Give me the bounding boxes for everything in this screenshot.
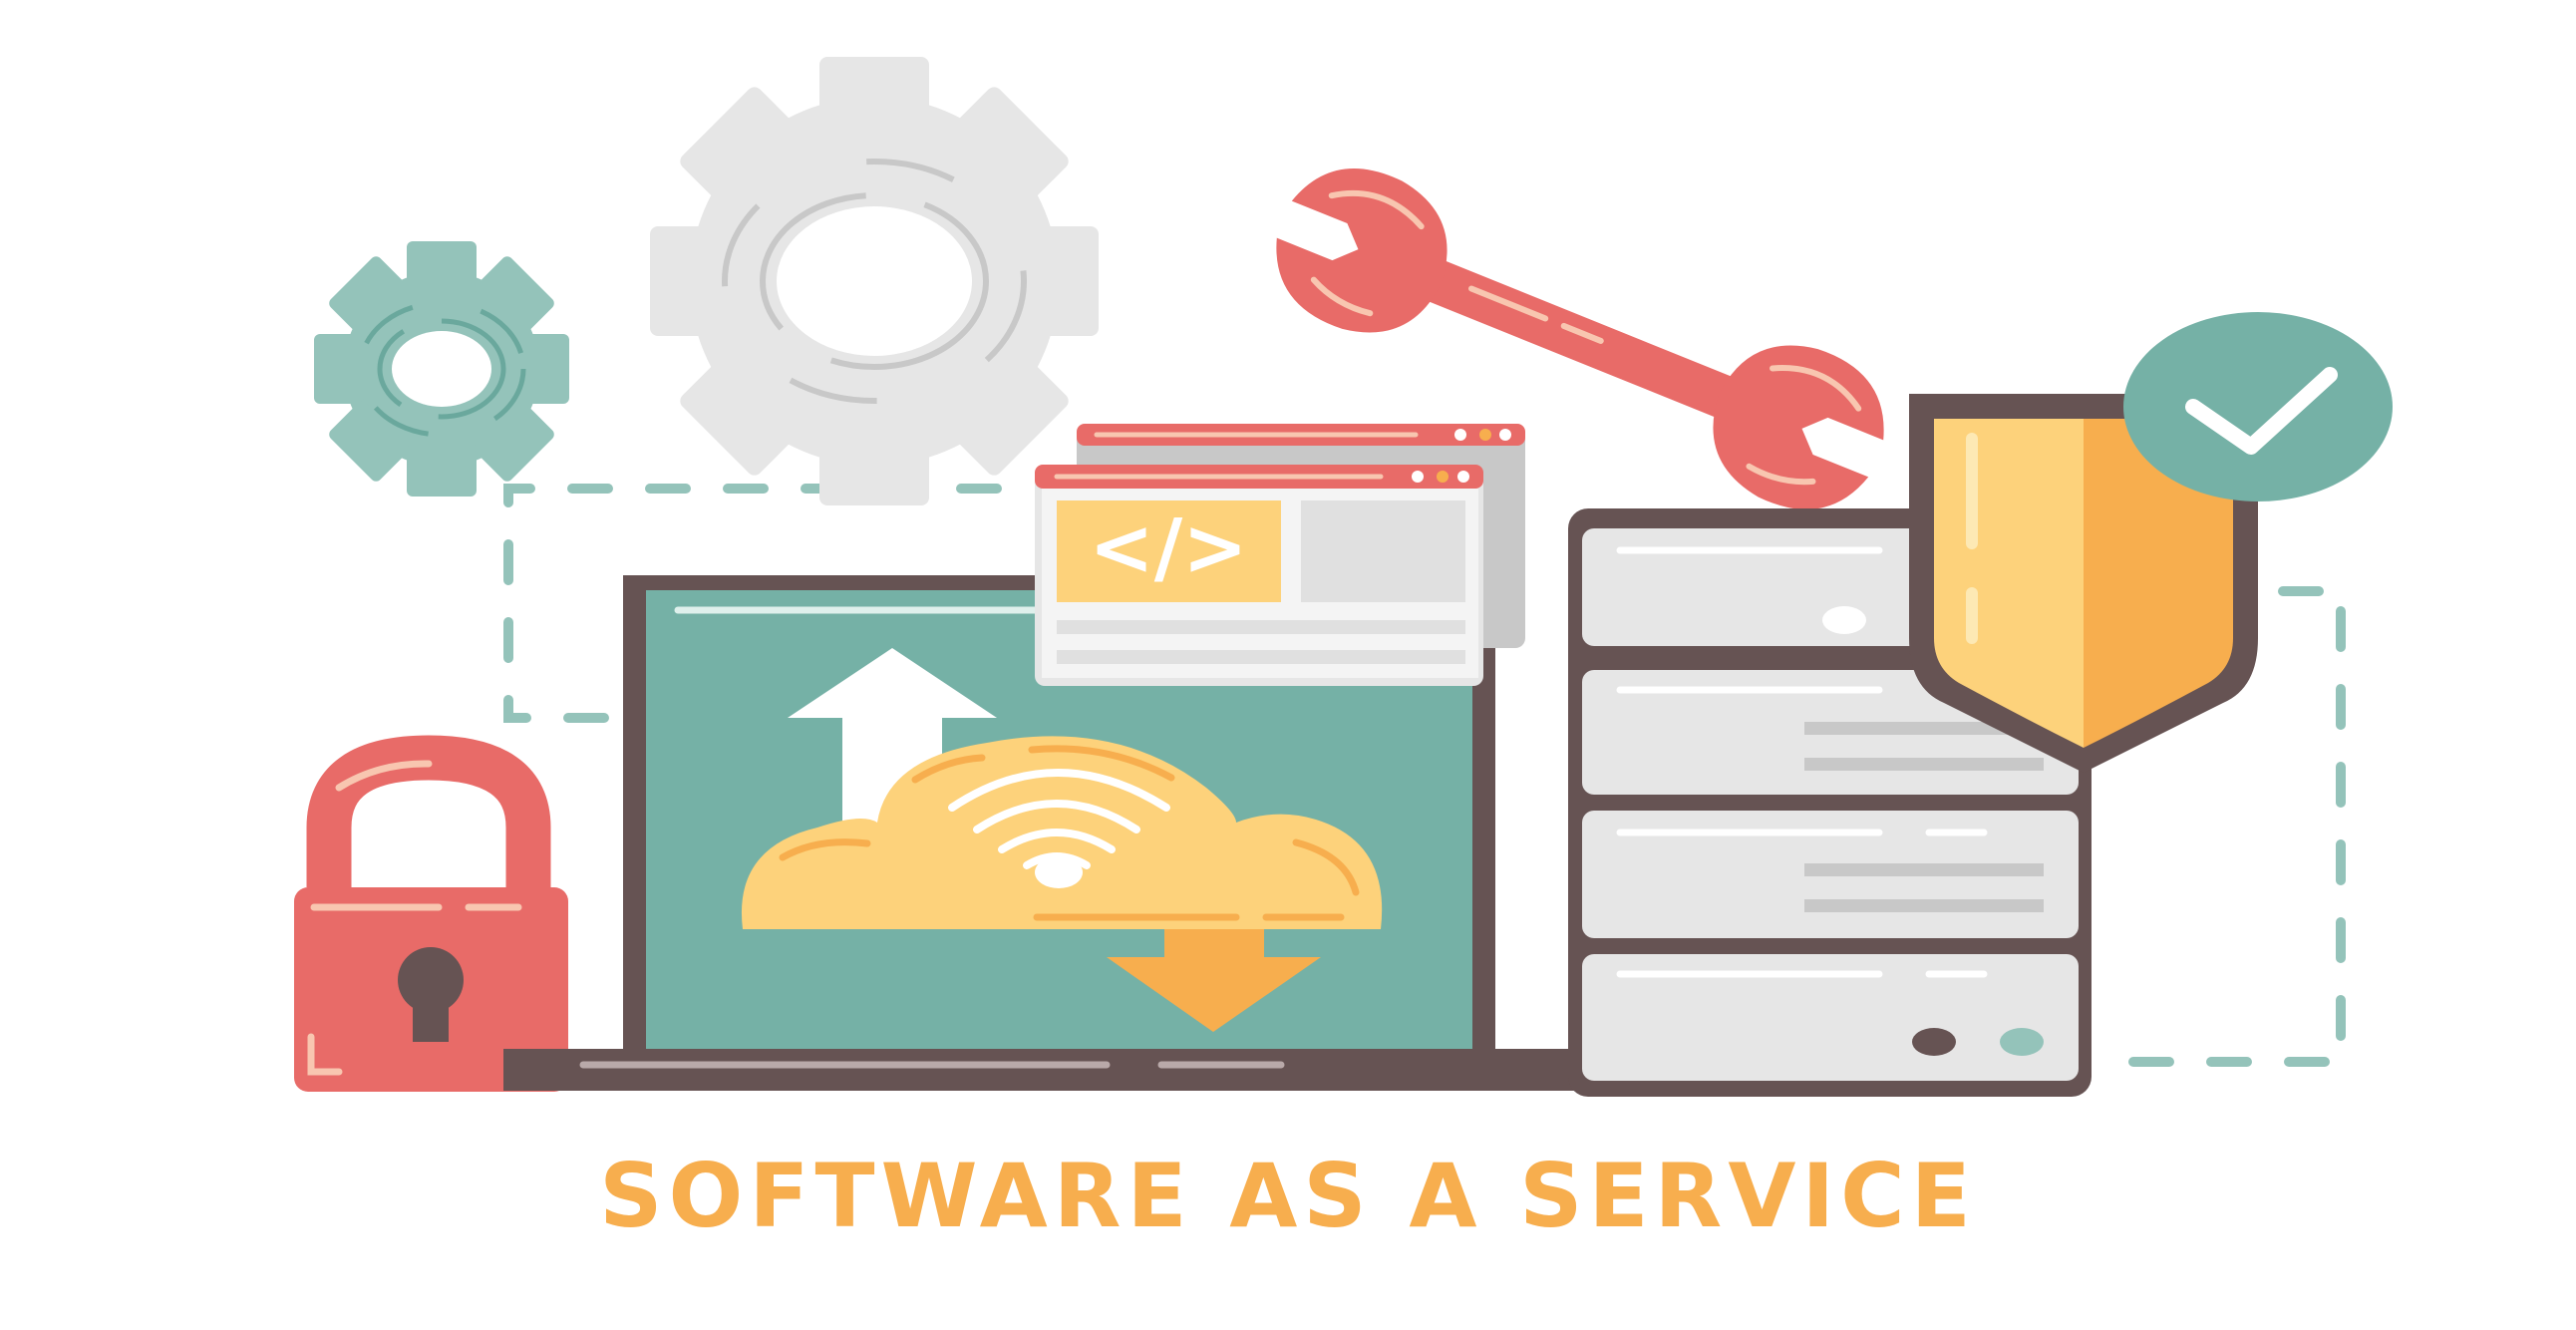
laptop-icon — [503, 575, 1615, 1091]
upload-arrow-icon — [788, 648, 997, 828]
dashed-connectors — [503, 484, 2346, 1067]
cloud-icon — [741, 736, 1383, 929]
padlock-icon — [294, 735, 568, 1092]
shield-icon — [1909, 394, 2258, 773]
caption-title: SOFTWARE AS A SERVICE — [599, 1145, 1977, 1247]
browser-window-icon: </> — [1035, 465, 1483, 686]
large-gear-icon — [650, 57, 1099, 505]
wrench-icon — [1276, 168, 1884, 509]
code-tag-label: </> — [1089, 503, 1247, 593]
small-gear-icon — [314, 241, 569, 497]
checkmark-badge-icon — [2123, 312, 2393, 501]
